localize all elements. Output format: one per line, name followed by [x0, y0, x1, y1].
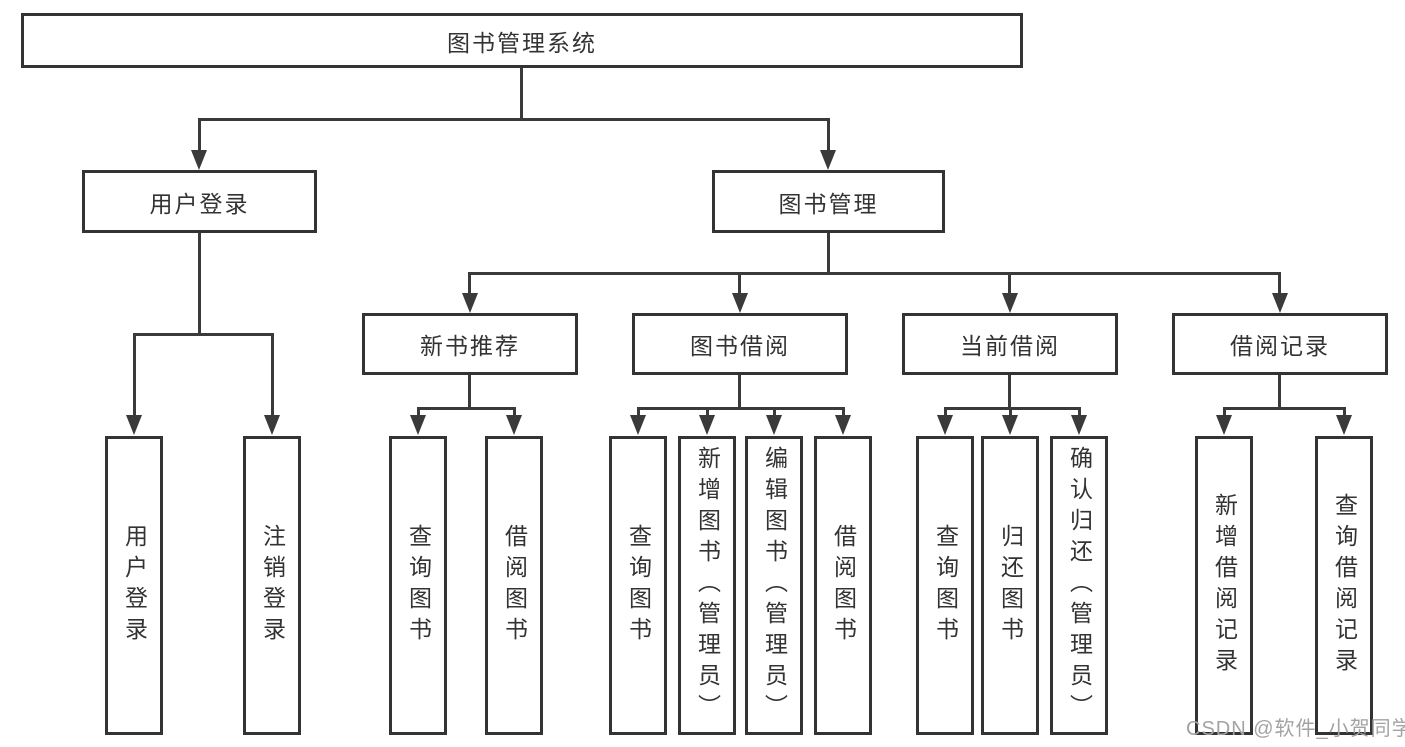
leaf-add-books-admin: 新增图书（管理员） [678, 436, 736, 735]
leaf-label: 编辑图书（管理员） [761, 446, 788, 725]
leaf-label: 查询图书 [932, 523, 959, 648]
connector-current-borrowing-stem [1008, 375, 1011, 409]
leaf-confirm-return-admin: 确认归还（管理员） [1050, 436, 1108, 735]
connector-drop-leaf [944, 407, 947, 417]
connector-drop-current-borrowing [1008, 272, 1011, 294]
arrowhead-leaf [699, 415, 715, 435]
connector-user-login-stem [198, 233, 201, 335]
connector-drop-leaf [1223, 407, 1226, 417]
connector-book-borrowing-branch [637, 407, 844, 410]
arrowhead-leaf [1071, 415, 1087, 435]
leaf-label: 查询图书 [625, 523, 652, 648]
connector-drop-leaf [773, 407, 776, 417]
connector-new-book-stem [468, 375, 471, 409]
node-book-borrowing: 图书借阅 [632, 313, 848, 375]
connector-drop-book-management [827, 118, 830, 154]
arrowhead-user-login [191, 150, 207, 170]
leaf-add-borrow-record: 新增借阅记录 [1195, 436, 1253, 735]
node-label: 借阅记录 [1230, 333, 1330, 359]
leaf-label: 查询借阅记录 [1331, 492, 1358, 679]
arrowhead-book-management [820, 150, 836, 170]
connector-drop-leaf [1343, 407, 1346, 417]
arrowhead-leaf [937, 415, 953, 435]
connector-borrowing-records-stem [1278, 375, 1281, 409]
arrowhead-leaf [1216, 415, 1232, 435]
leaf-borrow-books: 借阅图书 [814, 436, 872, 735]
connector-book-management-stem [827, 233, 830, 274]
leaf-label: 借阅图书 [501, 523, 528, 648]
connector-drop-leaf-logout [271, 333, 274, 417]
node-current-borrowing: 当前借阅 [902, 313, 1118, 375]
node-label: 图书管理 [778, 190, 879, 217]
node-label: 用户登录 [149, 190, 250, 217]
leaf-label: 注销登录 [259, 523, 286, 648]
leaf-query-books-borrowing: 查询图书 [609, 436, 667, 735]
node-borrowing-records: 借阅记录 [1172, 313, 1388, 375]
connector-drop-book-borrowing [738, 272, 741, 294]
connector-level2-branch [198, 118, 830, 121]
arrowhead-leaf [410, 415, 426, 435]
connector-borrowing-records-branch [1223, 407, 1345, 410]
arrowhead-leaf [835, 415, 851, 435]
leaf-borrow-books-recommend: 借阅图书 [485, 436, 543, 735]
leaf-label: 归还图书 [997, 523, 1024, 648]
arrowhead-leaf [1002, 415, 1018, 435]
leaf-logout: 注销登录 [243, 436, 301, 735]
node-label: 图书管理系统 [447, 29, 597, 56]
connector-current-borrowing-branch [944, 407, 1080, 410]
leaf-edit-books-admin: 编辑图书（管理员） [745, 436, 803, 735]
leaf-label: 借阅图书 [830, 523, 857, 648]
node-label: 新书推荐 [420, 333, 520, 359]
leaf-label: 新增借阅记录 [1211, 492, 1238, 679]
connector-drop-leaf-login [133, 333, 136, 417]
arrowhead-leaf [506, 415, 522, 435]
node-user-login: 用户登录 [82, 170, 317, 233]
connector-drop-leaf [1009, 407, 1012, 417]
arrowhead-new-book [462, 293, 478, 313]
arrowhead-book-borrowing [732, 293, 748, 313]
node-new-book-recommendation: 新书推荐 [362, 313, 578, 375]
node-book-management: 图书管理 [712, 170, 945, 233]
leaf-label: 查询图书 [405, 523, 432, 648]
watermark: CSDN @软件_小贺同学 [1186, 718, 1405, 740]
leaf-label: 确认归还（管理员） [1066, 446, 1093, 725]
arrowhead-borrowing-records [1272, 293, 1288, 313]
connector-level3-branch [468, 272, 1281, 275]
connector-user-login-branch [133, 333, 274, 336]
arrowhead-leaf [766, 415, 782, 435]
connector-drop-leaf [637, 407, 640, 417]
connector-drop-user-login [198, 118, 201, 154]
connector-drop-leaf [706, 407, 709, 417]
leaf-label: 用户登录 [121, 523, 148, 648]
node-label: 图书借阅 [690, 333, 790, 359]
arrowhead-leaf-login [126, 415, 142, 435]
connector-drop-leaf [513, 407, 516, 417]
arrowhead-leaf [630, 415, 646, 435]
arrowhead-leaf [1336, 415, 1352, 435]
leaf-user-login: 用户登录 [105, 436, 163, 735]
node-library-management-system: 图书管理系统 [21, 13, 1023, 68]
leaf-query-books-recommend: 查询图书 [389, 436, 447, 735]
connector-drop-leaf [417, 407, 420, 417]
connector-drop-borrowing-records [1278, 272, 1281, 294]
leaf-return-books: 归还图书 [981, 436, 1039, 735]
connector-drop-leaf [842, 407, 845, 417]
leaf-query-borrow-record: 查询借阅记录 [1315, 436, 1373, 735]
node-label: 当前借阅 [960, 333, 1060, 359]
arrowhead-leaf-logout [264, 415, 280, 435]
leaf-label: 新增图书（管理员） [694, 446, 721, 725]
connector-root-stem [520, 68, 523, 120]
connector-drop-new-book [468, 272, 471, 294]
leaf-query-books-current: 查询图书 [916, 436, 974, 735]
connector-drop-leaf [1078, 407, 1081, 417]
connector-book-borrowing-stem [738, 375, 741, 409]
connector-new-book-branch [417, 407, 515, 410]
arrowhead-current-borrowing [1002, 293, 1018, 313]
